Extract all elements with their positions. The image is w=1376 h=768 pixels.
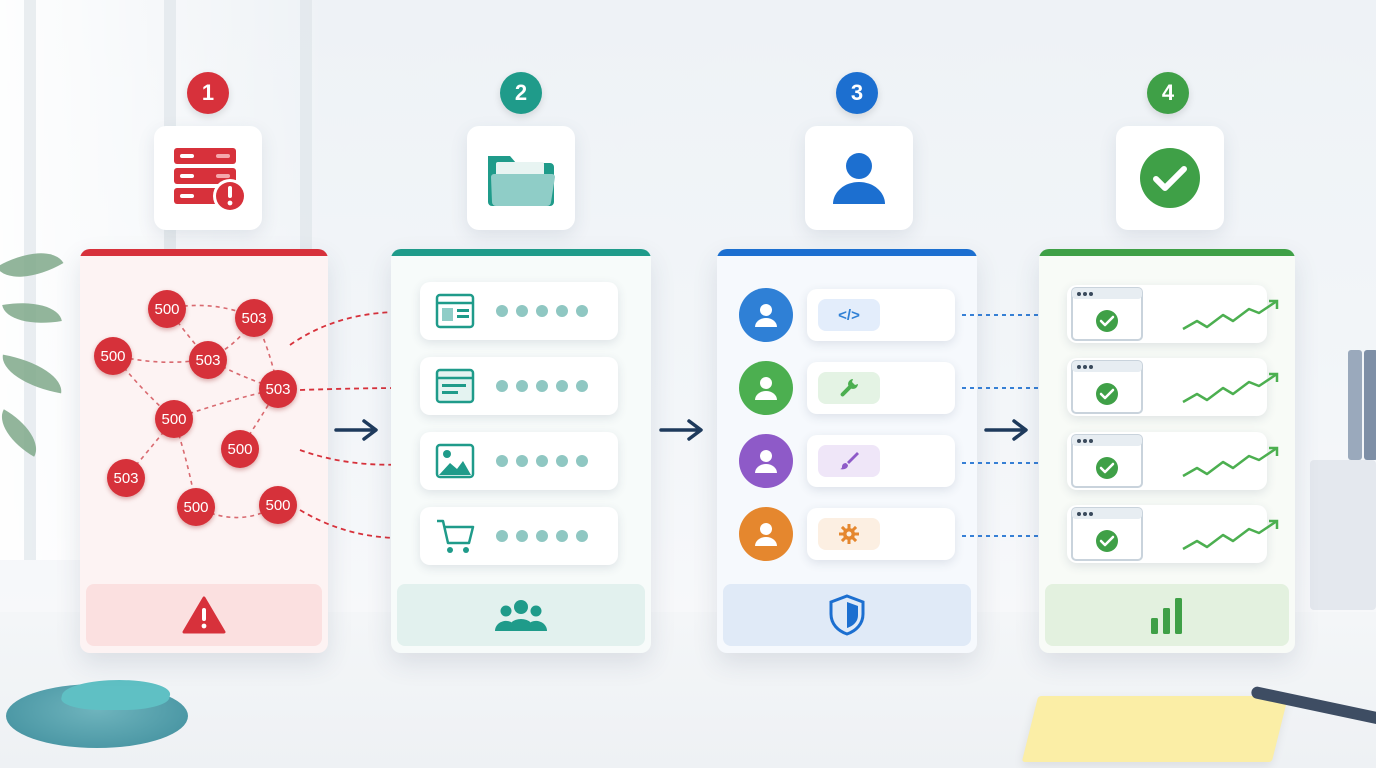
flow-arrow xyxy=(334,419,378,441)
error-node: 500 xyxy=(221,430,259,468)
error-panel: 500 503 500 503 503 500 500 503 500 500 xyxy=(80,249,328,653)
user-icon xyxy=(833,153,885,204)
role-card[interactable]: </> xyxy=(807,289,955,341)
error-node: 500 xyxy=(155,400,193,438)
avatar-designer xyxy=(739,434,793,488)
folder-icon xyxy=(488,156,555,206)
progress-dots xyxy=(496,380,588,392)
server-error-tile xyxy=(154,126,262,230)
check-window-icon xyxy=(1071,360,1143,414)
brush-icon xyxy=(840,452,859,470)
error-node: 500 xyxy=(148,290,186,328)
result-item[interactable] xyxy=(1067,358,1279,416)
user-icon xyxy=(755,377,777,400)
webpage-icon xyxy=(435,293,475,329)
result-item[interactable] xyxy=(1067,285,1279,343)
progress-dots xyxy=(496,530,588,542)
wrench-icon xyxy=(840,379,858,397)
avatar-maintainer xyxy=(739,361,793,415)
trend-up-icon xyxy=(1182,372,1279,404)
error-node: 503 xyxy=(107,459,145,497)
shopping-cart-icon xyxy=(437,519,475,553)
progress-dots xyxy=(496,305,588,317)
flow-arrow xyxy=(984,419,1028,441)
user-icon xyxy=(755,450,777,473)
trend-up-icon xyxy=(1182,519,1279,551)
results-panel-footer xyxy=(1045,584,1289,646)
brush-tool xyxy=(818,445,880,477)
error-node: 500 xyxy=(259,486,297,524)
people-panel-footer xyxy=(723,584,971,646)
error-node: 500 xyxy=(177,488,215,526)
page-item[interactable] xyxy=(420,357,618,415)
error-panel-footer xyxy=(86,584,322,646)
pie-chart-slice xyxy=(58,680,174,710)
error-node: 503 xyxy=(259,370,297,408)
check-tile xyxy=(1116,126,1224,230)
server-error-icon xyxy=(174,148,247,213)
shield-icon xyxy=(829,594,865,636)
role-card[interactable] xyxy=(807,362,955,414)
progress-dots xyxy=(496,455,588,467)
panel-accent-bar xyxy=(80,249,328,256)
error-node: 500 xyxy=(94,337,132,375)
browser-window-icon xyxy=(435,368,475,404)
check-circle-icon xyxy=(1140,148,1200,208)
step-badge-2: 2 xyxy=(500,72,542,114)
result-item[interactable] xyxy=(1067,432,1279,490)
window-frame xyxy=(24,0,36,560)
panel-accent-bar xyxy=(717,249,977,256)
error-node: 503 xyxy=(189,341,227,379)
page-item[interactable] xyxy=(420,507,618,565)
panel-accent-bar xyxy=(1039,249,1295,256)
background-shelf xyxy=(1310,460,1376,610)
results-panel xyxy=(1039,249,1295,653)
avatar-operator xyxy=(739,507,793,561)
code-icon: </> xyxy=(818,299,880,331)
gear-tool xyxy=(818,518,880,550)
trend-up-icon xyxy=(1182,299,1279,331)
check-window-icon xyxy=(1071,434,1143,488)
wrench-tool xyxy=(818,372,880,404)
user-tile xyxy=(805,126,913,230)
result-item[interactable] xyxy=(1067,505,1279,563)
page-item[interactable] xyxy=(420,432,618,490)
flow-arrow xyxy=(659,419,703,441)
step-badge-3: 3 xyxy=(836,72,878,114)
page-item[interactable] xyxy=(420,282,618,340)
check-window-icon xyxy=(1071,287,1143,341)
people-panel: </> xyxy=(717,249,977,653)
avatar-developer xyxy=(739,288,793,342)
check-window-icon xyxy=(1071,507,1143,561)
panel-accent-bar xyxy=(391,249,651,256)
error-node: 503 xyxy=(235,299,273,337)
binder xyxy=(1364,350,1376,460)
warning-icon xyxy=(182,596,226,634)
folder-tile xyxy=(467,126,575,230)
user-icon xyxy=(755,304,777,327)
sticky-note xyxy=(1021,696,1289,762)
trend-up-icon xyxy=(1182,446,1279,478)
user-icon xyxy=(755,523,777,546)
gear-icon xyxy=(839,524,859,544)
bar-chart-icon xyxy=(1151,598,1182,634)
team-icon xyxy=(495,600,547,631)
step-badge-4: 4 xyxy=(1147,72,1189,114)
pages-panel-footer xyxy=(397,584,645,646)
role-card[interactable] xyxy=(807,508,955,560)
image-icon xyxy=(435,443,475,479)
step-badge-1: 1 xyxy=(187,72,229,114)
binder xyxy=(1348,350,1362,460)
role-card[interactable] xyxy=(807,435,955,487)
pages-panel xyxy=(391,249,651,653)
